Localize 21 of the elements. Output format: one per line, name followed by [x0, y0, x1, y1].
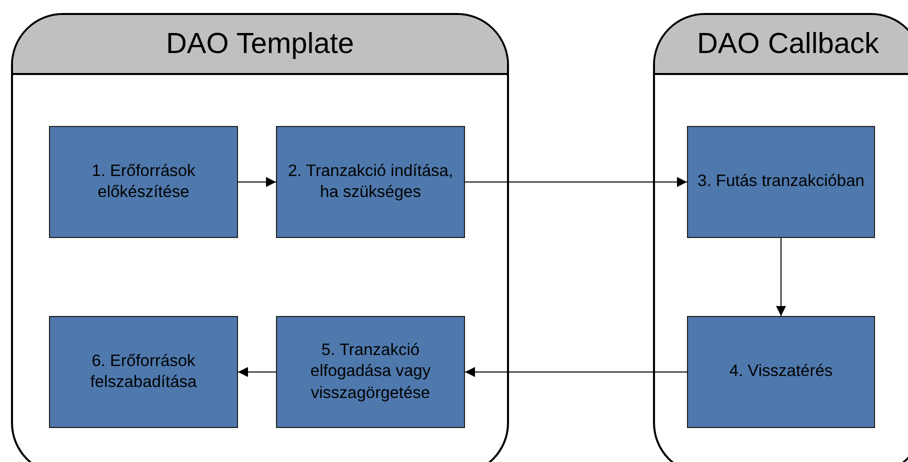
- process-box: [276, 126, 465, 238]
- process-box: [49, 126, 238, 238]
- process-box: [687, 316, 875, 428]
- swimlane-container: [11, 13, 509, 462]
- step-label: 4. Visszatérés: [729, 361, 833, 382]
- step-label: 1. Erőforrások előkészítése: [90, 160, 196, 203]
- arrow: [238, 177, 276, 187]
- arrow: [776, 238, 786, 316]
- arrow: [464, 367, 688, 377]
- process-box: [276, 316, 465, 428]
- process-box: [687, 126, 875, 238]
- container-title: DAO Callback: [696, 28, 880, 60]
- step-label: 5. Tranzakció elfogadása vagy visszagörgetése: [309, 340, 432, 404]
- swimlane-container: [653, 13, 908, 462]
- container-title: DAO Template: [166, 28, 354, 60]
- step-label: 3. Futás tranzakcióban: [698, 171, 864, 192]
- step-label: 2. Tranzakció indítása, ha szükséges: [286, 160, 454, 203]
- process-box: [49, 316, 238, 428]
- arrow: [464, 177, 688, 187]
- step-label: 6. Erőforrások felszabadítása: [89, 350, 198, 393]
- arrow: [238, 367, 276, 377]
